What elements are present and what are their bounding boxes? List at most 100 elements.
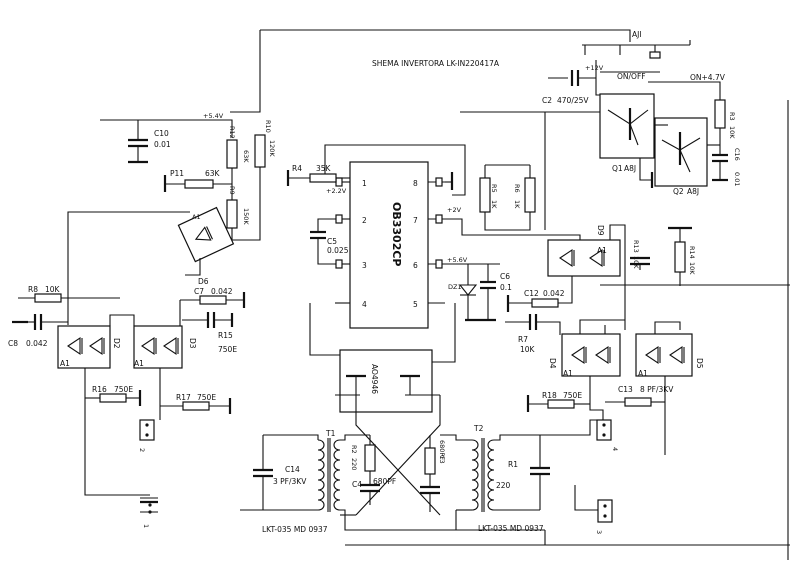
ic-pin-7: 7 <box>413 216 418 225</box>
r8-ref: C7 <box>194 287 204 296</box>
d9-tag: A1 <box>597 246 607 255</box>
connector-1: 1 <box>140 497 158 528</box>
onoff-label: ON/OFF <box>617 72 646 81</box>
c5-capacitor: C5 0.025 <box>310 218 349 265</box>
transformer-t2: T2 LKT-035 MD 0937 <box>440 424 544 533</box>
ic-pin-8: 8 <box>413 179 418 188</box>
r5-r6-resistors: R5 1K R6 1K +2V <box>445 164 555 236</box>
r6-ref: R6 <box>513 184 521 193</box>
r18-value: 8 PF/3KV <box>640 385 674 394</box>
r1-ref: R2 <box>350 445 358 454</box>
r7-value: 10K <box>45 285 61 294</box>
v22-label: +2.2V <box>326 187 347 195</box>
d4-d5-diodes: A1 D4 A1 D5 R18 750E C13 8 PF/3KV <box>526 319 704 455</box>
c12-ref: R7 <box>518 335 528 344</box>
c5-ref: C5 <box>327 237 337 246</box>
r1-value: 220 <box>350 458 358 470</box>
q1-transistor <box>599 93 655 159</box>
c7-ref: C8 <box>8 339 18 348</box>
d2-diode <box>57 325 111 369</box>
t2-part: LKT-035 MD 0937 <box>478 524 544 533</box>
c10-value: 0.01 <box>154 140 171 149</box>
c14-value: 220 <box>496 481 511 490</box>
ic-pin-6: 6 <box>413 261 418 270</box>
q2-ref: Q2 <box>673 187 684 196</box>
r6-value: 1K <box>513 200 521 209</box>
schematic-title: SHEMA INVERTORA LK-IN220417A <box>372 59 500 68</box>
p11-value: 63K <box>205 169 221 178</box>
t1-ref: T1 <box>325 429 336 438</box>
r2-ref: C3 <box>438 455 446 464</box>
d9-ref: D9 <box>596 225 605 236</box>
q2-value: A8J <box>687 187 699 196</box>
v2-label: +2V <box>447 206 462 214</box>
connector-1-label: 1 <box>142 524 150 528</box>
ic-pin-5: 5 <box>413 300 418 309</box>
c6-ref: C6 <box>500 272 510 281</box>
d6-diode <box>177 206 235 263</box>
v54-label: +5.4V <box>203 112 224 120</box>
d2-ref: D2 <box>112 338 121 349</box>
transformer-t1: T1 LKT-035 MD 0937 <box>240 429 545 534</box>
c2-ref: C2 <box>542 96 552 105</box>
ic-ob3302cp: OB3302CP 1 2 3 4 5 6 7 8 <box>324 144 466 329</box>
r13-value: 10K <box>688 262 696 275</box>
c14-capacitor: R1 220 <box>496 419 597 510</box>
r12-ref: R12 <box>228 126 236 139</box>
r4-value: 35K <box>316 164 332 173</box>
r5-ref: R5 <box>490 184 498 193</box>
v56-label: +5.6V <box>447 256 468 264</box>
r12-value: 63K <box>242 150 250 163</box>
c7-value: 0.042 <box>26 339 48 348</box>
c16-ref: C16 <box>733 148 741 161</box>
ic-pin-1: 1 <box>362 179 367 188</box>
c8-value: 750E <box>218 345 237 354</box>
mosfet-ao4946: AO4946 <box>309 303 456 413</box>
c12-value: 10K <box>520 345 536 354</box>
r5-value: 1K <box>490 200 498 209</box>
d5-tag: A1 <box>638 369 648 378</box>
r3-value: 10K <box>728 126 736 139</box>
ic-pin-4: 4 <box>362 300 367 309</box>
r2-value: 680PF <box>438 440 446 460</box>
r8-value: 0.042 <box>211 287 233 296</box>
on47v-label: ON+4.7V <box>690 73 726 82</box>
r13-ref: R14 <box>688 246 696 259</box>
r15-ref: R16 <box>92 385 107 394</box>
r14-value: 0.042 <box>543 289 565 298</box>
connector-2: 2 <box>138 419 155 452</box>
d2-tag: A1 <box>60 359 70 368</box>
connector-4: 4 <box>596 419 619 451</box>
d4-tag: A1 <box>563 369 573 378</box>
r17-ref: R18 <box>542 391 557 400</box>
connector-4-label: 4 <box>611 447 619 451</box>
r7-ref: R8 <box>28 285 38 294</box>
t2-ref: T2 <box>473 424 484 433</box>
c5-value: 0.025 <box>327 246 349 255</box>
aji-label: AJI <box>632 30 642 39</box>
p11-ref: P11 <box>170 169 184 178</box>
r9-ref: R9 <box>228 186 236 195</box>
r18-ref: C13 <box>618 385 633 394</box>
r15-value: 750E <box>114 385 133 394</box>
r10-ref: R10 <box>264 120 272 133</box>
r14-c12: C12 0.042 R7 10K <box>505 276 573 354</box>
c11-ref: R13 <box>632 240 640 253</box>
c2-value: 470/25V <box>557 96 589 105</box>
r17-value: 750E <box>563 391 582 400</box>
mosfet-name: AO4946 <box>370 364 379 394</box>
d6-tag: A1 <box>192 213 201 221</box>
r9-value: 150K <box>242 208 250 225</box>
c16-value: 0.01 <box>733 172 741 186</box>
c3-ref: C4 <box>352 480 362 489</box>
c14-ref: R1 <box>508 460 518 469</box>
q1-value: A8J <box>624 164 636 173</box>
d3-diode <box>133 325 183 369</box>
connector-3: 3 <box>574 485 613 534</box>
dz1-ref: DZ1 <box>448 283 462 291</box>
r2-c4: C3 680PF <box>420 435 446 512</box>
connector-2-label: 2 <box>138 448 146 452</box>
r1-c3: R2 220 C4 680PF <box>350 435 396 505</box>
cross-wires <box>340 395 441 516</box>
top-power-section: AJI +12V ON/OFF ON+4.7V C2 470/25V R3 10… <box>260 29 741 230</box>
